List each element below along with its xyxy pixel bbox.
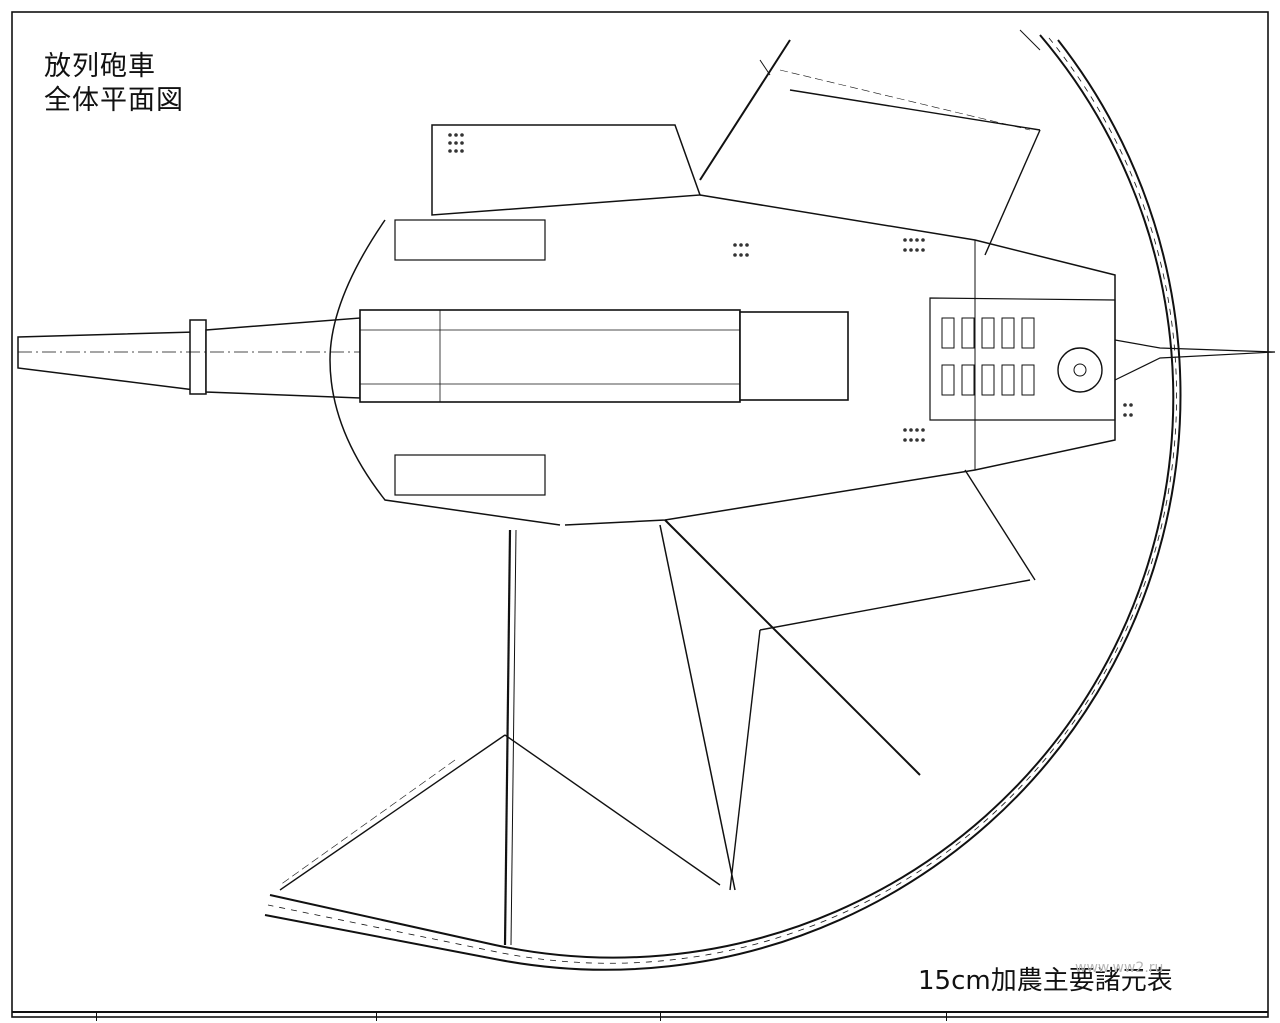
title-line-1: 放列砲車 [44,51,156,82]
upper-carriage [329,124,1276,526]
table-column-divider [96,1013,97,1021]
specifications-table-top [12,1011,1268,1021]
title-block: 放列砲車 全体平面図 [44,50,184,118]
trail-stays [279,39,1041,946]
sheet-border [11,11,1269,1018]
watermark: www.ww2.ru [1075,960,1164,976]
slotted-platform [941,317,1035,396]
table-column-divider [376,1013,377,1021]
specifications-caption: 15cm加農主要諸元表 [918,966,1173,996]
traverse-rail [264,29,1182,971]
title-line-2: 全体平面図 [44,85,184,116]
perforation-panels [448,133,1133,442]
cradle [359,309,849,403]
table-column-divider [946,1013,947,1021]
gun-barrel [17,317,361,399]
table-column-divider [660,1013,661,1021]
